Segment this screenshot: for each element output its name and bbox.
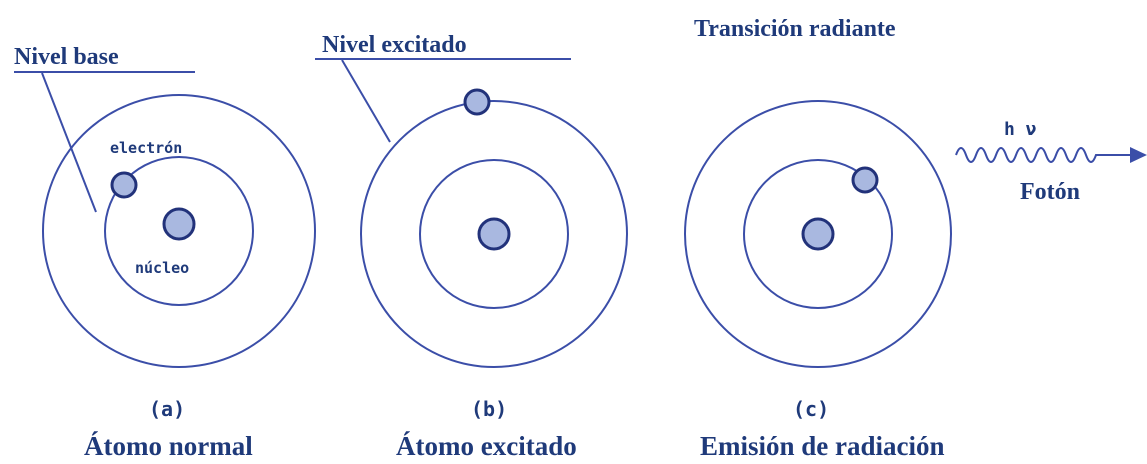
- outer-orbit-b: [360, 100, 628, 368]
- electron-b: [463, 88, 491, 116]
- electron-a: [110, 171, 138, 199]
- nucleus-b: [477, 217, 511, 251]
- nucleus-c: [801, 217, 835, 251]
- panel-c-caption: Emisión de radiación: [700, 431, 945, 461]
- inner-orbit-a: [104, 156, 254, 306]
- panel-c-tag: (c): [793, 397, 829, 421]
- panel-b: Nivel excitado (b) Átomo excitado: [315, 32, 628, 461]
- panel-a: Nivel base electrón núcleo (a) Átomo nor…: [14, 44, 316, 461]
- nivel-base-pointer: [41, 72, 97, 213]
- panel-c: Transición radiante (c) Emisión de radia…: [684, 16, 952, 461]
- outer-orbit-c: [684, 100, 952, 368]
- panel-a-tag: (a): [149, 397, 185, 421]
- transicion-label: Transición radiante: [694, 16, 896, 42]
- electron-c: [851, 166, 879, 194]
- electron-label: electrón: [110, 139, 182, 157]
- nucleus-a: [162, 207, 196, 241]
- nivel-base-label: Nivel base: [14, 44, 119, 70]
- h-nu-label: h ν: [1004, 119, 1037, 140]
- nivel-excitado-pointer: [341, 59, 391, 143]
- panel-b-tag: (b): [471, 397, 507, 421]
- photon-wave: [955, 147, 1136, 163]
- foton-label: Fotón: [1020, 179, 1080, 205]
- inner-orbit-b: [419, 159, 569, 309]
- panel-a-caption: Átomo normal: [84, 431, 253, 461]
- nivel-excitado-label: Nivel excitado: [322, 32, 467, 58]
- inner-orbit-c: [743, 159, 893, 309]
- photon-arrowhead-icon: [1130, 147, 1147, 163]
- panel-b-caption: Átomo excitado: [396, 431, 577, 461]
- nucleo-label: núcleo: [135, 259, 189, 277]
- outer-orbit-a: [42, 94, 316, 368]
- photon: h ν Fotón: [955, 119, 1147, 205]
